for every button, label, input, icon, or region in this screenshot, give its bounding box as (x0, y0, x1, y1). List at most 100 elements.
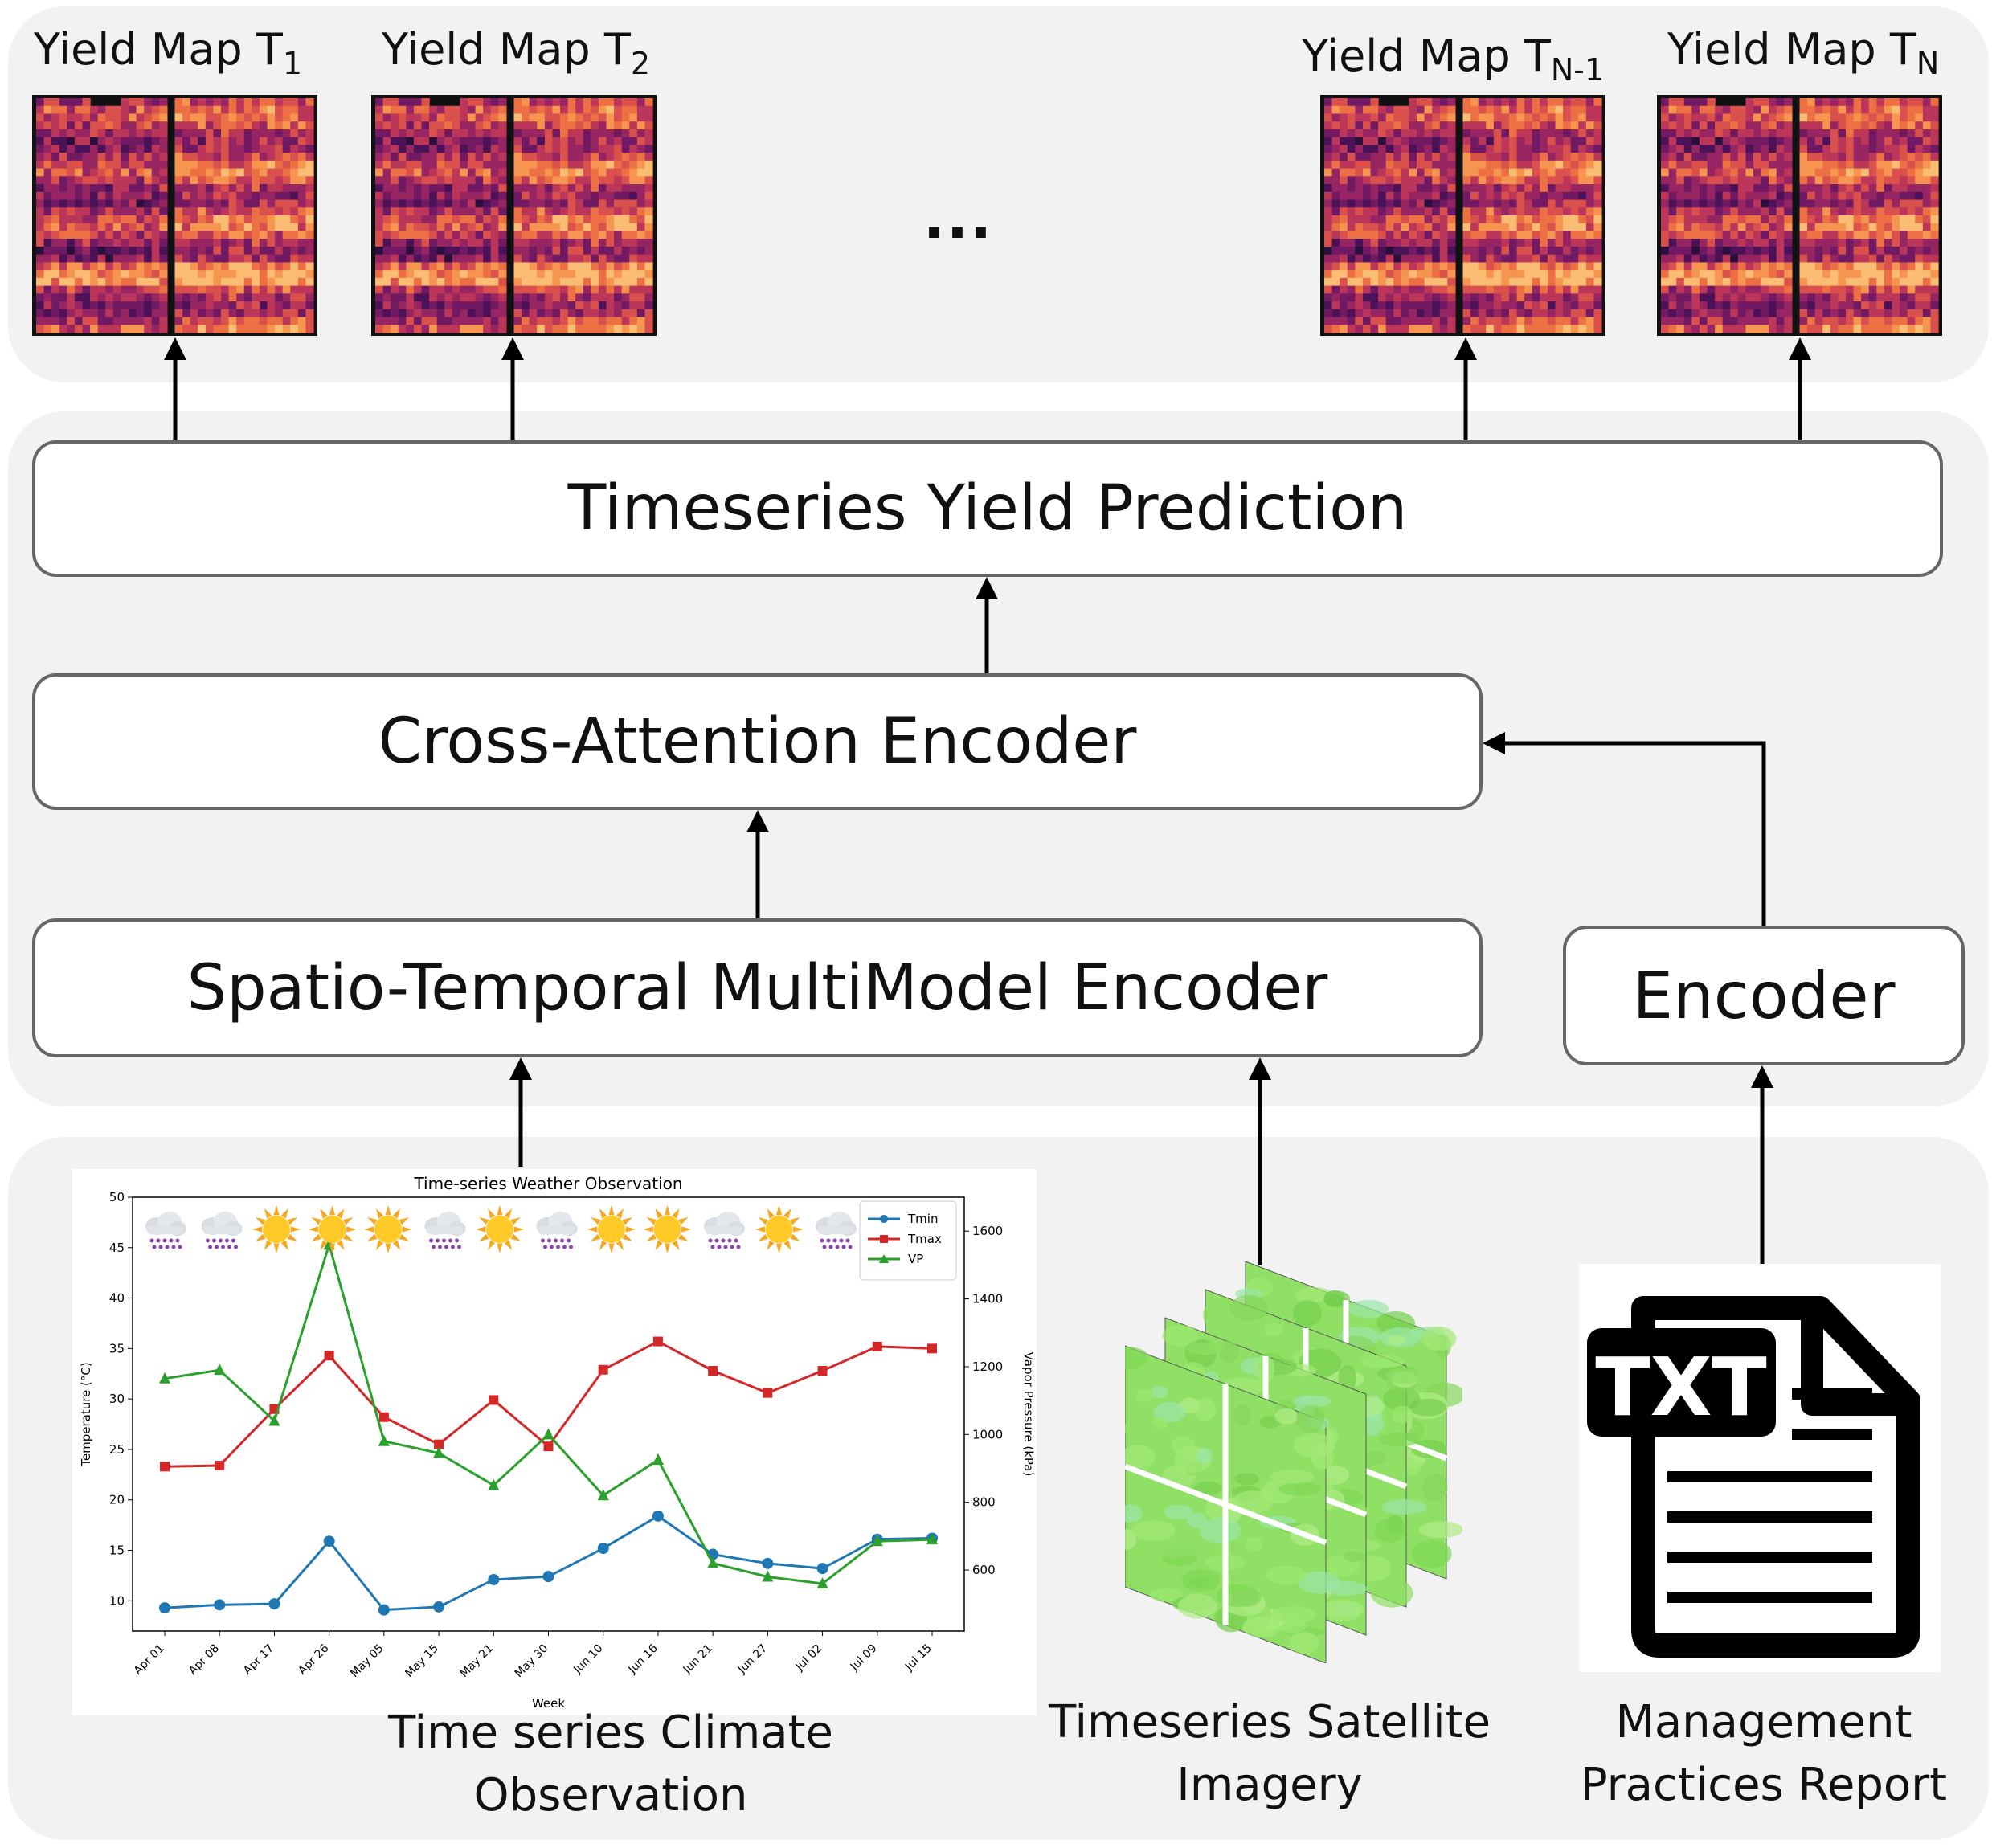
data-point-vp (652, 1453, 664, 1465)
xtick-label: Apr 17 (241, 1642, 276, 1678)
ytick-label: 50 (109, 1190, 125, 1204)
sun-icon (643, 1205, 692, 1253)
txt-document-icon: TXT (1579, 1264, 1941, 1672)
data-point-tmin (323, 1535, 335, 1547)
sun-icon (308, 1205, 357, 1253)
ytick-label: 30 (109, 1392, 125, 1406)
xtick-label: Jun 27 (735, 1642, 770, 1677)
y2tick-label: 1600 (972, 1224, 1003, 1238)
data-point-vp (433, 1446, 445, 1458)
data-point-vp (268, 1414, 280, 1426)
xtick-label: Jun 10 (571, 1642, 605, 1677)
yield-map-n-1 (1320, 95, 1605, 336)
data-point-vp (597, 1489, 609, 1501)
data-point-tmax (434, 1439, 444, 1449)
data-point-tmax (324, 1351, 334, 1361)
data-point-vp (762, 1570, 774, 1582)
data-point-tmin (159, 1602, 170, 1614)
data-point-tmin (378, 1604, 390, 1616)
yield-map-title-1: Yield Map T1 (34, 24, 303, 81)
xtick-label: Jul 02 (793, 1642, 825, 1674)
y2tick-label: 600 (972, 1563, 996, 1577)
xtick-label: Apr 08 (186, 1642, 222, 1678)
data-point-tmax (817, 1366, 828, 1376)
data-point-tmin (542, 1571, 554, 1583)
data-point-tmin (433, 1601, 445, 1613)
y2tick-label: 1000 (972, 1427, 1003, 1441)
ellipsis: ... (924, 174, 995, 254)
xtick-label: Jul 09 (848, 1642, 880, 1674)
data-point-tmin (652, 1510, 664, 1522)
legend-label: Tmax (907, 1232, 942, 1246)
xtick-label: Apr 01 (132, 1642, 167, 1678)
yield-prediction-box: Timeseries Yield Prediction (32, 440, 1943, 577)
xtick-label: Apr 26 (296, 1642, 331, 1677)
arrowhead-cross (746, 810, 769, 832)
data-point-vp (214, 1364, 226, 1376)
arrowhead-st-left (509, 1057, 532, 1080)
arrowhead-st-right (1249, 1057, 1271, 1080)
txt-label: TXT (1595, 1340, 1767, 1434)
sun-icon (364, 1205, 412, 1253)
y-axis-label: Temperature (°C) (79, 1362, 93, 1466)
spatio-temporal-encoder-box: Spatio-Temporal MultiModel Encoder (32, 918, 1483, 1057)
yield-map-title-2: Yield Map T2 (382, 24, 651, 81)
data-point-vp (542, 1428, 554, 1440)
y2tick-label: 1200 (972, 1359, 1003, 1374)
sun-icon (587, 1205, 636, 1253)
xtick-label: May 21 (458, 1642, 497, 1681)
data-point-vp (926, 1533, 938, 1545)
data-point-vp (816, 1576, 828, 1588)
arrowhead-map-n-1 (1454, 337, 1477, 360)
series-line-vp (164, 1240, 933, 1585)
xtick-label: May 05 (348, 1642, 387, 1681)
data-point-tmin (268, 1598, 280, 1610)
xtick-label: Jun 16 (626, 1642, 661, 1676)
arrowhead-map-n (1789, 337, 1811, 360)
data-point-vp (707, 1556, 719, 1568)
ytick-label: 25 (109, 1442, 125, 1457)
arrowhead-map-1 (164, 337, 186, 360)
rain-cloud-icon (704, 1212, 745, 1249)
satellite-image-stack (1125, 1261, 1462, 1663)
data-point-tmax (598, 1364, 608, 1375)
weather-chart-svg: Time-series Weather Observation 10 15 20 25 3… (79, 1174, 1036, 1711)
arrowhead-map-2 (501, 337, 524, 360)
climate-chart: Time-series Weather Observation 10 15 20 25 3… (72, 1169, 1037, 1715)
xtick-label: May 30 (513, 1642, 551, 1681)
ytick-label: 15 (109, 1543, 125, 1558)
data-point-vp (871, 1535, 883, 1547)
y2tick-label: 800 (972, 1495, 996, 1510)
ytick-label: 10 (109, 1593, 125, 1608)
arrowhead-cross-side (1483, 732, 1505, 754)
encoder-box: Encoder (1563, 926, 1965, 1065)
data-point-tmax (708, 1366, 718, 1376)
rain-cloud-icon (424, 1212, 466, 1249)
yield-map-title-n-1: Yield Map TN-1 (1302, 31, 1605, 88)
rain-cloud-icon (816, 1212, 857, 1249)
data-point-tmax (543, 1441, 554, 1452)
ytick-label: 20 (109, 1493, 125, 1507)
xtick-label: Jul 15 (902, 1642, 935, 1674)
rain-cloud-icon (536, 1212, 578, 1249)
y2-axis-label: Vapor Pressure (kPa) (1021, 1352, 1036, 1477)
data-point-vp (488, 1478, 500, 1490)
yield-map-2 (371, 95, 657, 336)
rain-cloud-icon (145, 1212, 186, 1249)
series-line-tmin (164, 1515, 933, 1612)
ytick-label: 40 (109, 1291, 125, 1306)
data-point-vp (378, 1434, 390, 1446)
data-point-tmin (762, 1557, 774, 1569)
yield-map-1 (32, 95, 317, 336)
arrowhead-prediction (976, 577, 998, 599)
ytick-label: 35 (109, 1341, 125, 1355)
sun-icon (252, 1205, 301, 1253)
sun-icon (755, 1205, 804, 1253)
chart-title: Time-series Weather Observation (413, 1174, 682, 1193)
cross-attention-encoder-box: Cross-Attention Encoder (32, 673, 1483, 810)
arrow-encoder-to-cross (1501, 741, 1766, 926)
data-point-tmax (927, 1343, 937, 1354)
